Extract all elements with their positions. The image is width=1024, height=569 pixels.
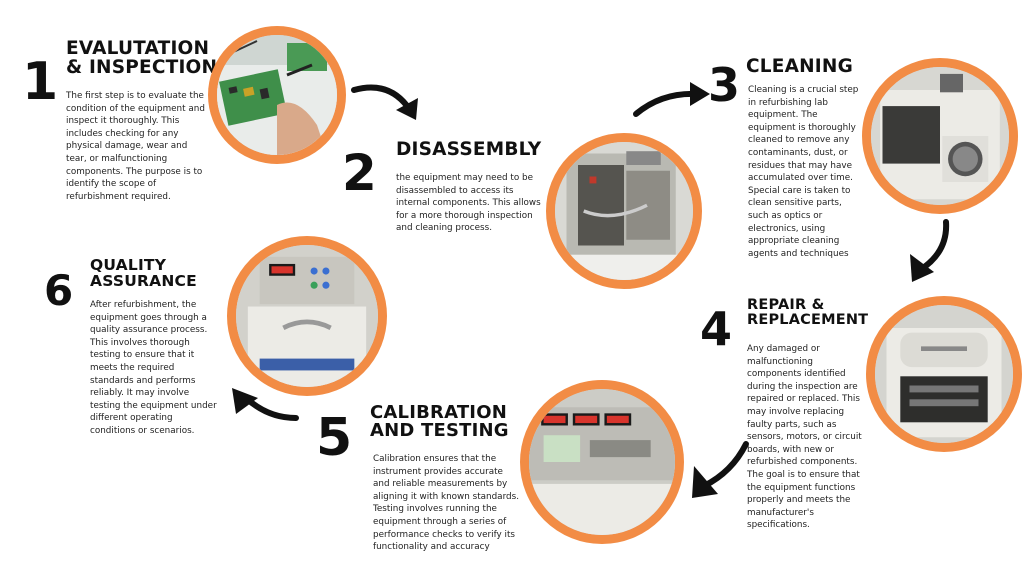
step-4-title-line1: REPAIR & [747,297,825,313]
step-1-description: The first step is to evaluate the condit… [66,91,205,202]
arrow-step2-to-step3 [633,82,710,117]
step-6-title: QUALITY ASSURANCE [90,256,197,290]
step-3-photo [862,58,1018,214]
step-6-title-line1: QUALITY [90,256,167,274]
arrow-step1-to-step2 [351,84,418,120]
step-1-number: 1 [22,52,59,112]
arrow-step3-to-step4 [910,219,950,282]
step-5-title-line2: AND TESTING [370,420,509,442]
step-3-title: CLEANING [746,56,853,77]
step-5-title: CALIBRATION AND TESTING [370,402,509,442]
step-6-photo [227,236,387,396]
step-2-title: DISASSEMBLY [396,139,542,160]
step-2-description: the equipment may need to be disassemble… [396,173,541,234]
step-1-title: EVALUTATION & INSPECTION [66,38,218,78]
step-2-number: 2 [342,144,377,202]
step-3-description: Cleaning is a crucial step in refurbishi… [748,85,859,259]
step-4-title: REPAIR & REPLACEMENT [747,298,868,328]
step-6-description: After refurbishment, the equipment goes … [90,300,217,436]
step-1-title-line1: EVALUTATION [66,38,210,59]
step-6-title-line2: ASSURANCE [90,271,197,290]
step-4-photo [866,296,1022,452]
step-6-number: 6 [44,266,74,315]
step-4-number: 4 [700,302,733,356]
step-5-number: 5 [316,408,353,468]
step-5-title-line1: CALIBRATION [370,402,507,423]
step-3-number: 3 [708,58,741,112]
arrow-step5-to-step6 [232,388,299,421]
step-1-title-line2: & INSPECTION [66,56,218,78]
step-5-description: Calibration ensures that the instrument … [373,454,520,553]
step-2-photo [546,133,702,289]
step-4-description: Any damaged or malfunctioning components… [747,344,862,531]
arrow-step4-to-step5 [692,441,749,498]
step-1-photo [208,26,346,164]
step-4-title-line2: REPLACEMENT [747,311,869,328]
step-5-photo [520,380,684,544]
